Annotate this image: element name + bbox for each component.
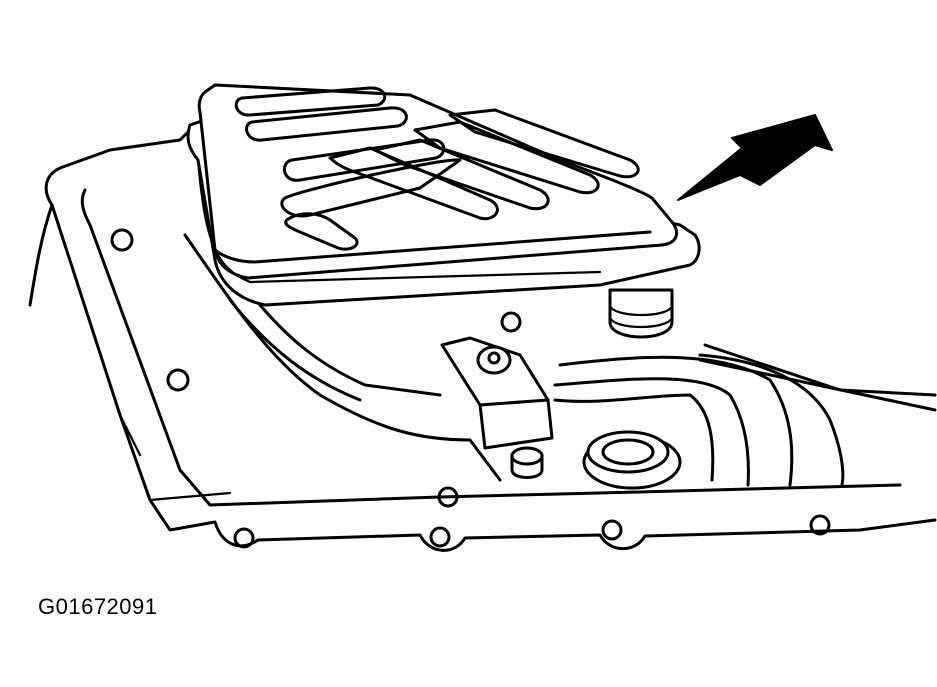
filter-flange-line	[196, 158, 602, 284]
filter-slot	[284, 212, 359, 251]
drain-boss-hole	[601, 438, 655, 466]
bolt-hole	[429, 526, 451, 548]
bracket-body	[440, 336, 554, 450]
filter-top-rim	[213, 230, 652, 264]
bracket-bolt-top-center	[487, 351, 501, 365]
pan-flange-outer	[44, 128, 937, 552]
pan-flange-inner	[80, 188, 902, 507]
filter-slot	[448, 108, 640, 179]
bolt-hole	[437, 486, 459, 508]
bracket-bolt-bottom-head	[510, 446, 544, 466]
pan-flange-edge	[118, 413, 232, 502]
bracket-bolt-top	[476, 345, 512, 375]
pan-rib	[258, 303, 442, 397]
fluid-filter	[186, 83, 701, 307]
filter-slot	[373, 138, 550, 211]
filter-slot	[280, 158, 462, 218]
bolt-hole	[809, 514, 831, 536]
pan-rib	[228, 298, 362, 402]
filter-slot	[245, 106, 408, 142]
bolt-hole	[110, 228, 134, 252]
retaining-bracket	[440, 336, 554, 479]
bolt-hole	[166, 368, 190, 392]
pan-rib	[553, 377, 750, 487]
filter-slot	[328, 146, 499, 221]
filter-tube	[608, 288, 674, 339]
filter-slot	[234, 86, 387, 117]
drain-boss-top	[586, 430, 670, 474]
pan-left-side	[28, 203, 54, 307]
pan-right-rim	[698, 343, 937, 412]
pan-rib	[698, 353, 845, 487]
filter-slot	[413, 120, 600, 195]
figure-id-label: G01672091	[38, 594, 158, 619]
bolt-hole	[601, 519, 623, 541]
bracket-fold	[478, 398, 550, 407]
bolt-hole	[500, 311, 522, 333]
filter-tube-ring	[608, 304, 674, 328]
filter-slot	[283, 138, 446, 182]
pan-rib	[468, 438, 502, 482]
oil-pan	[28, 128, 937, 552]
pan-rib	[553, 393, 715, 482]
pointer-arrow	[677, 114, 833, 201]
pan-rib	[558, 355, 794, 487]
bolt-hole	[233, 527, 255, 549]
pan-rib	[183, 233, 472, 442]
